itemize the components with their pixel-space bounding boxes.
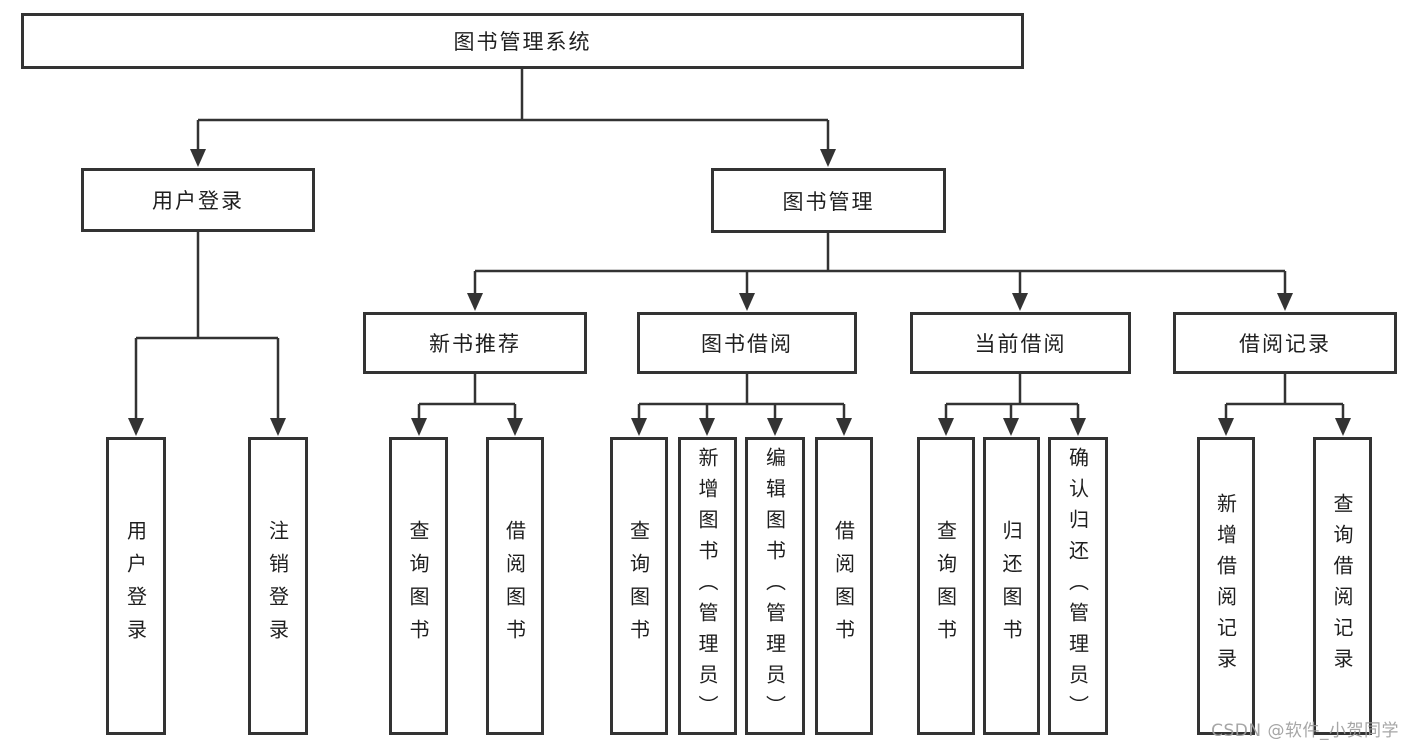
leaf-confirm-return-admin: 确认归还（管理员） [1048,437,1108,735]
leaf-query-books: 查询图书 [389,437,448,735]
leaf-borrow-books: 借阅图书 [815,437,873,735]
leaf-logout: 注销登录 [248,437,308,735]
connector-borrow-to-leaves [637,374,846,424]
leaf-edit-books-admin: 编辑图书（管理员） [745,437,805,735]
arrow-down-icon [467,293,483,311]
node-user-login: 用户登录 [81,168,315,232]
node-borrowing-records: 借阅记录 [1173,312,1397,374]
arrow-down-icon [739,293,755,311]
arrow-down-icon [507,418,523,436]
leaf-return-books: 归还图书 [983,437,1040,735]
csdn-watermark: CSDN @软件_小贺同学 [1211,721,1399,741]
arrow-down-icon [1277,293,1293,311]
node-new-book-recommend: 新书推荐 [363,312,587,374]
leaf-query-books: 查询图书 [917,437,975,735]
node-book-borrowing: 图书借阅 [637,312,857,374]
arrow-down-icon [1070,418,1086,436]
arrow-down-icon [190,149,206,167]
arrow-down-icon [128,418,144,436]
leaf-add-borrow-record: 新增借阅记录 [1197,437,1255,735]
connector-current-to-leaves [944,374,1080,424]
arrow-down-icon [836,418,852,436]
arrow-down-icon [411,418,427,436]
leaf-query-borrow-record: 查询借阅记录 [1313,437,1372,735]
connector-mgmt-to-groups [473,233,1287,300]
arrow-down-icon [1003,418,1019,436]
arrow-down-icon [1218,418,1234,436]
leaf-query-books: 查询图书 [610,437,668,735]
leaf-add-books-admin: 新增图书（管理员） [678,437,737,735]
connector-record-to-leaves [1224,374,1345,424]
arrow-down-icon [767,418,783,436]
arrow-down-icon [699,418,715,436]
connector-root-to-level2 [196,69,830,156]
arrowheads [128,149,1351,436]
leaf-borrow-books: 借阅图书 [486,437,544,735]
arrow-down-icon [1335,418,1351,436]
arrow-down-icon [820,149,836,167]
node-current-borrowing: 当前借阅 [910,312,1131,374]
connector-newrec-to-leaves [417,374,517,424]
arrow-down-icon [631,418,647,436]
node-book-management: 图书管理 [711,168,946,233]
arrow-down-icon [938,418,954,436]
node-library-management-system: 图书管理系统 [21,13,1024,69]
arrow-down-icon [270,418,286,436]
leaf-user-login: 用户登录 [106,437,166,735]
connector-login-to-leaves [134,232,280,424]
arrow-down-icon [1012,293,1028,311]
